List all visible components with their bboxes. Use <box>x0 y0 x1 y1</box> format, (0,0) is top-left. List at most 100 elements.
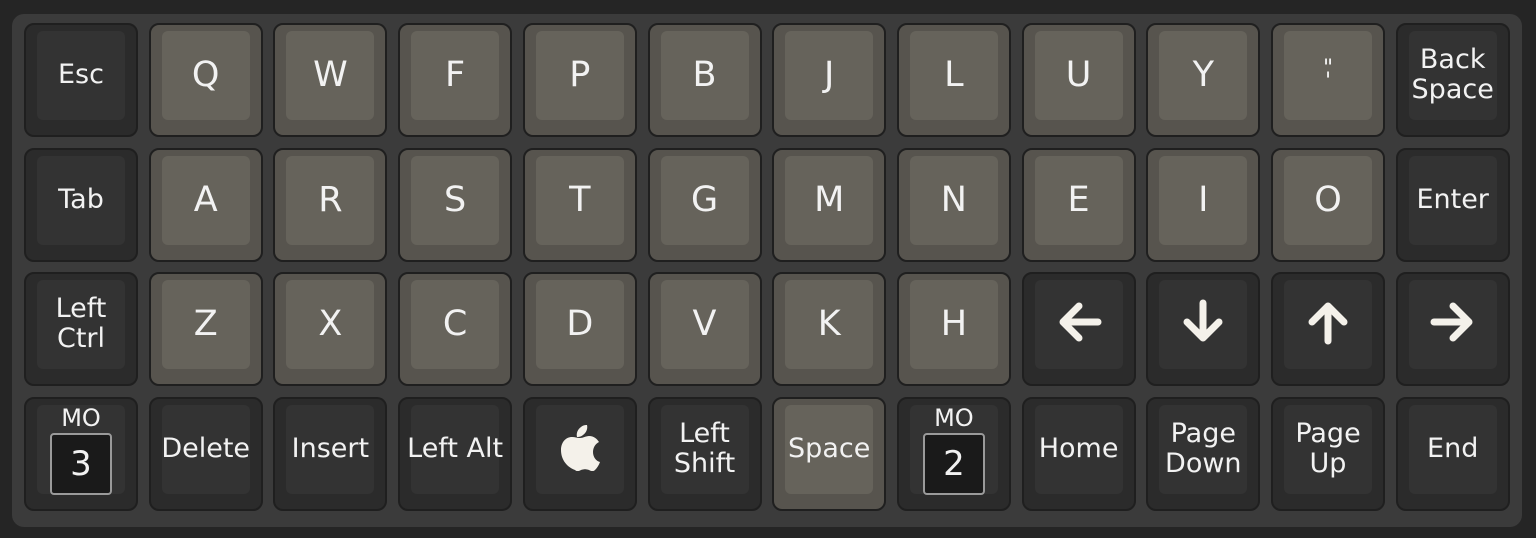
key-label: Enter <box>1416 183 1489 215</box>
key-b[interactable]: B <box>647 23 762 137</box>
arrow-up-icon <box>1303 297 1353 351</box>
key-enter[interactable]: Enter <box>1395 147 1510 262</box>
key-label: Delete <box>161 433 251 465</box>
key-left-alt[interactable]: Left Alt <box>398 397 513 512</box>
key-v[interactable]: V <box>647 272 762 387</box>
key-u[interactable]: U <box>1021 23 1136 137</box>
key-label: C <box>442 304 468 345</box>
key-label: P <box>569 55 591 95</box>
key-label: Left Ctrl <box>55 293 107 355</box>
key-arrow-left[interactable] <box>1021 272 1136 387</box>
key-label: E <box>1067 179 1090 220</box>
apple-icon <box>559 423 601 475</box>
key-label: J <box>824 55 835 95</box>
key-end[interactable]: End <box>1395 397 1510 512</box>
key-tab[interactable]: Tab <box>24 147 138 262</box>
key-a[interactable]: A <box>148 147 263 262</box>
key-d[interactable]: D <box>522 272 637 387</box>
key-e[interactable]: E <box>1021 147 1136 262</box>
key-t[interactable]: T <box>522 147 637 262</box>
key-label: V <box>692 304 717 345</box>
key-z[interactable]: Z <box>148 272 263 387</box>
key-label: Back Space <box>1411 44 1494 105</box>
key-h[interactable]: H <box>896 272 1011 387</box>
key-label: G <box>690 179 719 220</box>
key-left-ctrl[interactable]: Left Ctrl <box>24 272 138 387</box>
key-apple[interactable] <box>522 397 637 512</box>
key-arrow-right[interactable] <box>1395 272 1510 387</box>
key-label: S <box>443 179 467 220</box>
key-arrow-up[interactable] <box>1271 272 1385 387</box>
key-y[interactable]: Y <box>1146 23 1261 137</box>
key-w[interactable]: W <box>273 23 388 137</box>
key-label: Y <box>1192 55 1214 95</box>
key-c[interactable]: C <box>398 272 513 387</box>
key-f[interactable]: F <box>398 23 513 137</box>
key-x[interactable]: X <box>273 272 388 387</box>
key-label: A <box>193 179 218 220</box>
arrow-left-icon <box>1054 297 1104 351</box>
key-label: End <box>1427 433 1479 465</box>
key-label: M <box>814 179 845 220</box>
arrow-right-icon <box>1428 297 1478 351</box>
key-label: U <box>1065 55 1092 95</box>
key-p[interactable]: P <box>522 23 637 137</box>
key-label: Left Alt <box>407 433 504 465</box>
key-label: Tab <box>58 183 104 215</box>
key-arrow-down[interactable] <box>1146 272 1261 387</box>
key-label: K <box>817 304 841 345</box>
key-space[interactable]: Space <box>772 397 887 512</box>
key-label: Page Down <box>1165 418 1242 480</box>
key-insert[interactable]: Insert <box>273 397 388 512</box>
key-i[interactable]: I <box>1146 147 1261 262</box>
key-label: O <box>1314 179 1342 220</box>
key-esc[interactable]: Esc <box>24 23 138 137</box>
key-q[interactable]: Q <box>148 23 263 137</box>
mo-text: MO <box>61 404 101 433</box>
key-label: W <box>313 55 348 95</box>
key-label: F <box>445 55 466 95</box>
layer-number: 3 <box>50 433 112 496</box>
key-m[interactable]: M <box>772 147 887 262</box>
key-l[interactable]: L <box>896 23 1011 137</box>
key-label: R <box>318 179 343 220</box>
key-label: " ' <box>1322 56 1334 94</box>
key-r[interactable]: R <box>273 147 388 262</box>
key-delete[interactable]: Delete <box>148 397 263 512</box>
key-label: T <box>569 179 591 220</box>
layer-number: 2 <box>922 433 985 496</box>
key-page-up[interactable]: Page Up <box>1271 397 1385 512</box>
key-label: H <box>940 304 968 345</box>
key-label: N <box>940 179 967 220</box>
key-k[interactable]: K <box>772 272 887 387</box>
key-label: Esc <box>58 59 104 90</box>
key-label: Left Shift <box>673 418 736 480</box>
key-label: L <box>944 55 964 95</box>
key-label: Space <box>788 433 871 465</box>
key-label: Home <box>1038 433 1119 465</box>
key-g[interactable]: G <box>647 147 762 262</box>
key-back-space[interactable]: Back Space <box>1395 23 1510 137</box>
key-label: Z <box>193 304 218 345</box>
key-home[interactable]: Home <box>1021 397 1136 512</box>
key-quote[interactable]: " ' <box>1271 23 1385 137</box>
key-left-shift[interactable]: Left Shift <box>647 397 762 512</box>
key-label: Page Up <box>1295 418 1361 480</box>
key-s[interactable]: S <box>398 147 513 262</box>
key-n[interactable]: N <box>896 147 1011 262</box>
mo-text: MO <box>934 404 974 433</box>
key-j[interactable]: J <box>772 23 887 137</box>
key-label: D <box>566 304 594 345</box>
key-label: Q <box>191 55 220 95</box>
key-label: X <box>318 304 343 345</box>
key-label: I <box>1198 179 1209 220</box>
key-o[interactable]: O <box>1271 147 1385 262</box>
key-label: B <box>692 55 717 95</box>
key-page-down[interactable]: Page Down <box>1146 397 1261 512</box>
key-label: Insert <box>291 433 370 465</box>
